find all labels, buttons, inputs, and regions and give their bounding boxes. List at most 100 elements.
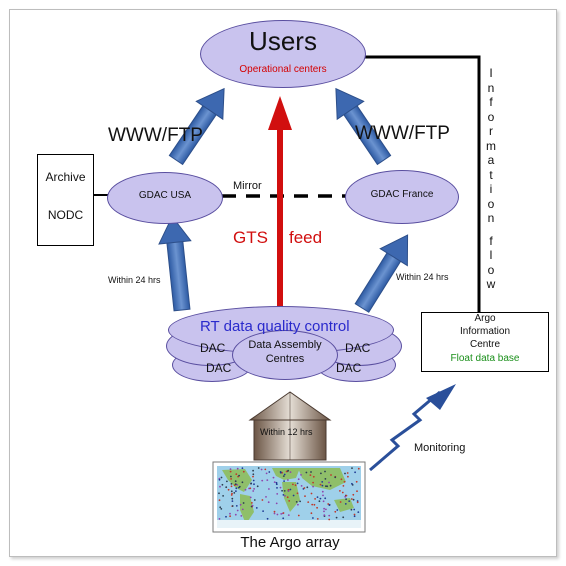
float-dot xyxy=(321,481,324,483)
float-dot xyxy=(325,508,327,511)
float-dot xyxy=(300,485,303,487)
float-dot xyxy=(311,503,314,506)
float-dot xyxy=(238,474,241,477)
float-dot xyxy=(241,467,244,470)
float-dot xyxy=(267,501,270,504)
float-dot xyxy=(299,500,301,503)
float-dot xyxy=(336,509,339,511)
arrow-dac-to-usa xyxy=(158,215,192,312)
gdac-usa-label: GDAC USA xyxy=(138,190,192,201)
float-dot xyxy=(329,484,332,487)
float-dot xyxy=(236,484,239,486)
float-dot xyxy=(354,471,356,474)
information-letter: o xyxy=(487,109,495,124)
float-dot xyxy=(226,480,228,483)
float-dot xyxy=(230,478,233,480)
float-dot xyxy=(355,480,358,483)
float-dot xyxy=(242,502,245,504)
float-dot xyxy=(231,492,233,495)
float-dot xyxy=(314,498,316,500)
float-dot xyxy=(312,485,314,488)
float-dot xyxy=(273,512,276,515)
float-dot xyxy=(236,509,239,512)
float-dot xyxy=(235,490,237,492)
float-dot xyxy=(351,467,353,469)
float-dot xyxy=(316,506,318,509)
monitoring-label: Monitoring xyxy=(414,442,466,454)
float-dot xyxy=(297,478,300,481)
float-dot xyxy=(225,515,227,518)
float-dot xyxy=(352,498,355,501)
float-dot xyxy=(231,505,234,507)
float-dot xyxy=(334,476,337,479)
archive-label: Archive xyxy=(45,170,86,184)
float-dot xyxy=(260,468,263,471)
float-dot xyxy=(292,494,295,497)
float-dot xyxy=(323,514,326,516)
float-dot xyxy=(275,483,278,486)
float-dot xyxy=(285,470,288,473)
float-dot xyxy=(353,513,356,516)
float-dot xyxy=(218,492,220,495)
float-dot xyxy=(252,473,255,476)
float-dot xyxy=(322,494,324,497)
float-dot xyxy=(353,515,356,518)
float-dot xyxy=(257,467,260,469)
float-dot xyxy=(252,475,254,478)
float-dot xyxy=(256,485,259,488)
float-dot xyxy=(330,474,332,476)
float-dot xyxy=(227,488,230,491)
float-dot xyxy=(319,497,322,500)
float-dot xyxy=(295,501,298,503)
float-dot xyxy=(252,490,255,492)
nodc-label: NODC xyxy=(47,208,84,222)
float-dot xyxy=(251,502,253,504)
float-dot xyxy=(327,503,330,505)
information-letter: m xyxy=(486,138,496,153)
feed-label: feed xyxy=(289,228,323,247)
float-dot xyxy=(253,483,255,486)
float-dot xyxy=(231,500,234,502)
float-dot xyxy=(342,485,345,487)
float-dot xyxy=(282,475,285,477)
float-dot xyxy=(276,487,278,489)
float-dot xyxy=(303,487,306,489)
centres-label: Centres xyxy=(265,353,305,365)
float-dot xyxy=(357,511,360,513)
float-dot xyxy=(352,493,355,496)
flow-letter: w xyxy=(486,277,496,291)
monitoring-arrow xyxy=(369,384,456,472)
float-dot xyxy=(335,516,338,519)
information-letter: o xyxy=(487,196,495,211)
float-dot xyxy=(292,483,294,486)
float-dot xyxy=(326,485,329,488)
information-letter: r xyxy=(489,124,493,138)
float-dot xyxy=(297,503,299,506)
float-dot xyxy=(236,467,239,470)
argo-array-caption: The Argo array xyxy=(240,534,340,551)
float-dot xyxy=(287,490,290,492)
float-dot xyxy=(221,483,224,486)
float-dot xyxy=(356,500,359,502)
data-assembly-label: Data Assembly xyxy=(248,339,322,351)
dac-label-right: DAC xyxy=(345,341,371,355)
float-dot xyxy=(265,472,268,475)
float-dot xyxy=(321,490,324,493)
information-flow-line xyxy=(362,55,481,312)
float-dot xyxy=(240,515,243,517)
argo-information-centre-box xyxy=(421,312,549,372)
float-dot xyxy=(282,517,285,520)
float-dot xyxy=(300,474,302,476)
information-letter: i xyxy=(489,182,493,196)
float-dot xyxy=(328,518,331,521)
arrow-usa-to-users xyxy=(168,87,225,166)
flow-letter: o xyxy=(487,262,495,277)
float-dot xyxy=(357,467,360,470)
float-dot xyxy=(235,473,238,475)
float-dot xyxy=(316,518,319,520)
float-dot xyxy=(249,487,252,490)
float-dot xyxy=(218,478,221,481)
float-dot xyxy=(222,495,225,497)
